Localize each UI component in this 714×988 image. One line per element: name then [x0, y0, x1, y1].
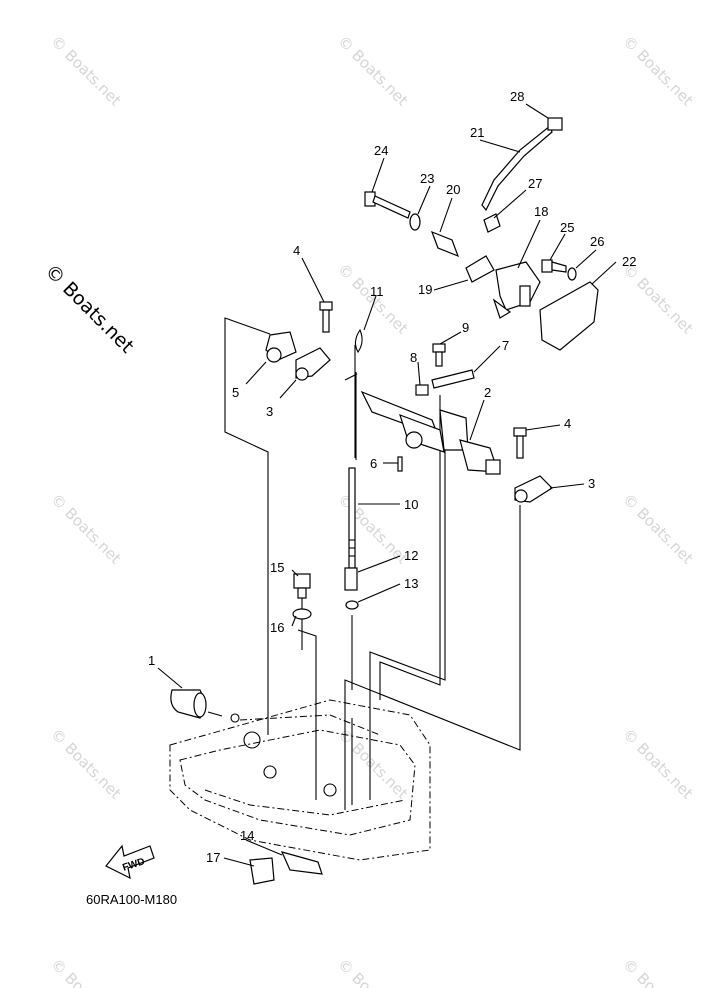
part-collar-20	[430, 230, 460, 258]
copyright-text: © Boats.net	[40, 260, 138, 358]
callout-21: 21	[470, 125, 484, 140]
part-washer-23	[409, 213, 421, 231]
part-spring-plate	[431, 369, 475, 389]
callout-13: 13	[404, 576, 418, 591]
callout-4: 4	[293, 243, 300, 258]
part-shift-rod	[348, 467, 356, 569]
callout-5: 5	[232, 385, 239, 400]
part-lever-18	[492, 261, 541, 319]
watermark: © Boats.net	[619, 490, 697, 568]
part-bolt-4b	[513, 427, 527, 459]
callout-6: 6	[370, 456, 377, 471]
part-bracket-left	[265, 331, 331, 381]
callout-1: 1	[148, 653, 155, 668]
watermark: © Boats.net	[619, 955, 697, 988]
part-clip-27	[483, 213, 501, 233]
part-bolt-25	[541, 259, 567, 273]
part-pin	[397, 456, 403, 472]
callout-23: 23	[420, 171, 434, 186]
leader-lines	[157, 103, 617, 867]
part-bolt-24	[364, 191, 411, 219]
lower-casing	[169, 699, 431, 861]
callout-27: 27	[528, 176, 542, 191]
assembly-guide-lines	[224, 317, 521, 810]
part-shift-shaft-assy	[360, 390, 501, 475]
part-washer-16	[292, 608, 312, 620]
part-holder-17	[249, 857, 275, 885]
watermark: © Boats.net	[47, 490, 125, 568]
callout-24: 24	[374, 143, 388, 158]
part-collar	[344, 567, 358, 591]
callout-10: 10	[404, 497, 418, 512]
part-lever-19	[465, 255, 495, 283]
callout-28: 28	[510, 89, 524, 104]
part-nut	[345, 600, 359, 610]
part-clip	[415, 384, 429, 396]
watermark: © Boats.net	[619, 725, 697, 803]
callout-18: 18	[534, 204, 548, 219]
watermark-layer: © Boats.net © Boats.net © Boats.net © Bo…	[47, 32, 697, 988]
callout-11: 11	[370, 284, 384, 299]
watermark: © Boats.net	[619, 32, 697, 110]
callout-19: 19	[418, 282, 432, 297]
watermark: © Boats.net	[334, 32, 412, 110]
callout-12: 12	[404, 548, 418, 563]
callout-4b: 4	[564, 416, 571, 431]
callout-2: 2	[484, 385, 491, 400]
part-upper-rod	[354, 328, 363, 458]
callout-14: 14	[240, 828, 254, 843]
callout-26: 26	[590, 234, 604, 249]
part-grommet	[170, 689, 223, 719]
callout-17: 17	[206, 850, 220, 865]
part-bracket-right	[514, 475, 553, 503]
callout-labels: 1 2 3 3 4 4 5 6 7 8 9 10 11 12 13 14 15 …	[148, 89, 636, 865]
part-bracket-22	[539, 281, 599, 351]
watermark: © Boats.net	[47, 725, 125, 803]
part-end-28	[547, 117, 563, 131]
part-bolt-15	[293, 573, 311, 599]
part-bolt-4a	[319, 301, 333, 333]
watermark: © Boats.net	[334, 725, 412, 803]
part-clamp-14	[280, 851, 323, 875]
part-bolt-9	[432, 343, 446, 367]
diagram-code: 60RA100-M180	[86, 892, 177, 907]
callout-20: 20	[446, 182, 460, 197]
callout-25: 25	[560, 220, 574, 235]
watermark: © Boats.net	[619, 260, 697, 338]
part-washer-26	[567, 267, 577, 281]
callout-3b: 3	[588, 476, 595, 491]
watermark: © Boats.net	[47, 32, 125, 110]
callout-3: 3	[266, 404, 273, 419]
callout-22: 22	[622, 254, 636, 269]
part-link-21	[481, 124, 553, 212]
callout-7: 7	[502, 338, 509, 353]
watermark: © Boats.net	[334, 490, 412, 568]
fwd-arrow-icon: FWD	[105, 844, 155, 880]
callout-9: 9	[462, 320, 469, 335]
watermark: © Boats.net	[47, 955, 125, 988]
callout-16: 16	[270, 620, 284, 635]
watermark: © Boats.net	[334, 955, 412, 988]
callout-8: 8	[410, 350, 417, 365]
callout-15: 15	[270, 560, 284, 575]
